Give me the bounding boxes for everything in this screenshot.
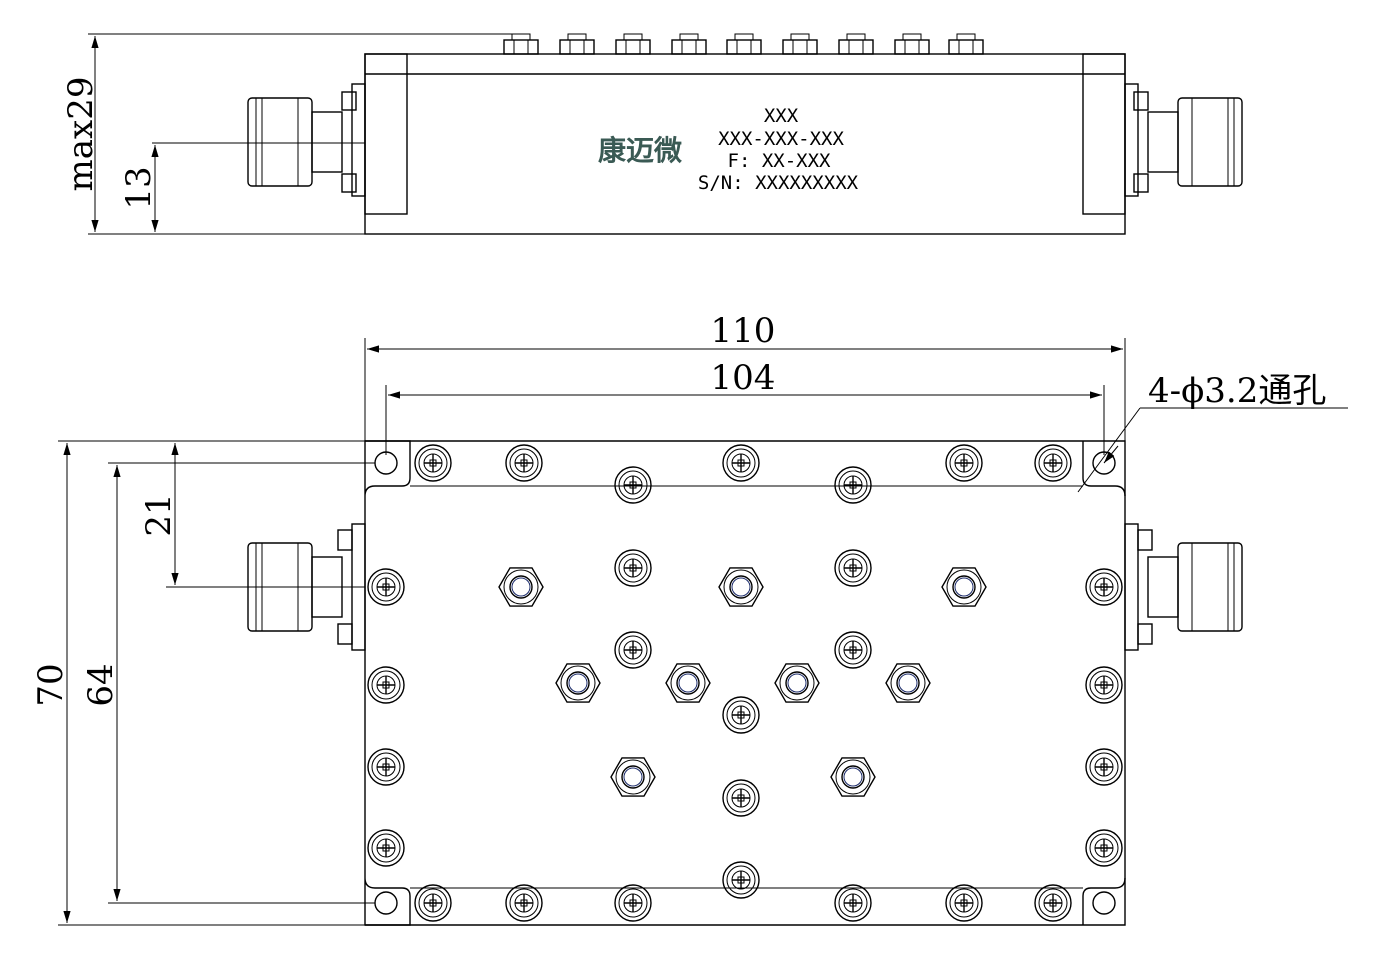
phillips-screw-icon	[1034, 444, 1072, 482]
top-body-outline	[364, 440, 411, 926]
tuning-screw-icon	[885, 663, 931, 703]
side-right-end-block	[1082, 53, 1126, 215]
phillips-screw-icon	[414, 884, 452, 922]
dim-hole-spacing-y: 64	[81, 663, 121, 706]
label-line-serial: S/N: XXXXXXXXX	[698, 172, 859, 194]
phillips-screw-icon	[367, 748, 405, 786]
phillips-screw-icon	[1034, 884, 1072, 922]
side-tuning-nut	[782, 33, 818, 55]
phillips-screw-icon	[505, 884, 543, 922]
phillips-screw-icon	[614, 549, 652, 587]
phillips-screw-icon	[834, 466, 872, 504]
hole-callout: 4-ϕ3.2通孔	[1148, 371, 1326, 411]
phillips-screw-icon	[367, 666, 405, 704]
brand-logo: 康迈微	[598, 134, 682, 167]
phillips-screw-icon	[722, 779, 760, 817]
tuning-screw-icon	[665, 663, 711, 703]
side-tuning-nut	[503, 33, 539, 55]
phillips-screw-icon	[722, 444, 760, 482]
side-tuning-nut	[838, 33, 874, 55]
phillips-screw-icon	[834, 884, 872, 922]
tuning-screw-icon	[718, 567, 764, 607]
label-line-frequency: F: XX-XXX	[728, 150, 832, 172]
side-tuning-nut	[671, 33, 707, 55]
tuning-screw-icon	[498, 567, 544, 607]
phillips-screw-icon	[1085, 748, 1123, 786]
side-tuning-nut	[894, 33, 930, 55]
tuning-screw-icon	[555, 663, 601, 703]
phillips-screw-icon	[945, 444, 983, 482]
dim-hole-spacing-x: 104	[711, 358, 776, 398]
dim-connector-height: 13	[119, 166, 159, 209]
side-tuning-nut	[948, 33, 984, 55]
phillips-screw-icon	[367, 568, 405, 606]
tuning-screw-icon	[774, 663, 820, 703]
phillips-screw-icon	[722, 696, 760, 734]
label-line-part-number: XXX-XXX-XXX	[718, 128, 844, 150]
phillips-screw-icon	[1085, 829, 1123, 867]
label-line-model: XXX	[764, 105, 799, 127]
phillips-screw-icon	[614, 884, 652, 922]
dim-length: 110	[711, 311, 776, 351]
cover-screws	[367, 444, 1123, 922]
phillips-screw-icon	[1085, 568, 1123, 606]
phillips-screw-icon	[1085, 666, 1123, 704]
tuning-screws	[498, 567, 987, 797]
phillips-screw-icon	[722, 861, 760, 899]
tuning-screw-icon	[610, 757, 656, 797]
phillips-screw-icon	[945, 884, 983, 922]
phillips-screw-icon	[614, 631, 652, 669]
top-view: 110 104 4-ϕ3.2通孔 70 64 21	[31, 311, 1348, 926]
phillips-screw-icon	[834, 631, 872, 669]
side-right-connector	[1124, 83, 1243, 197]
side-tuning-nut	[559, 33, 595, 55]
dim-connector-offset: 21	[139, 493, 179, 536]
phillips-screw-icon	[414, 444, 452, 482]
phillips-screw-icon	[367, 829, 405, 867]
side-tuning-nut	[726, 33, 762, 55]
tuning-screw-icon	[941, 567, 987, 607]
side-left-end-block	[364, 53, 408, 215]
side-view: max29 13 康迈微 XXX XXX-XXX-XXX F: XX-XXX S…	[61, 33, 1243, 235]
dim-max-height: max29	[61, 77, 101, 192]
dim-width: 70	[31, 663, 71, 706]
side-left-connector	[247, 83, 366, 197]
side-tuning-nut	[615, 33, 651, 55]
tuning-screw-icon	[830, 757, 876, 797]
phillips-screw-icon	[614, 466, 652, 504]
top-right-connector	[1124, 523, 1243, 651]
mounting-holes	[374, 451, 1116, 915]
phillips-screw-icon	[834, 549, 872, 587]
side-tuning-nuts	[503, 33, 984, 55]
phillips-screw-icon	[505, 444, 543, 482]
